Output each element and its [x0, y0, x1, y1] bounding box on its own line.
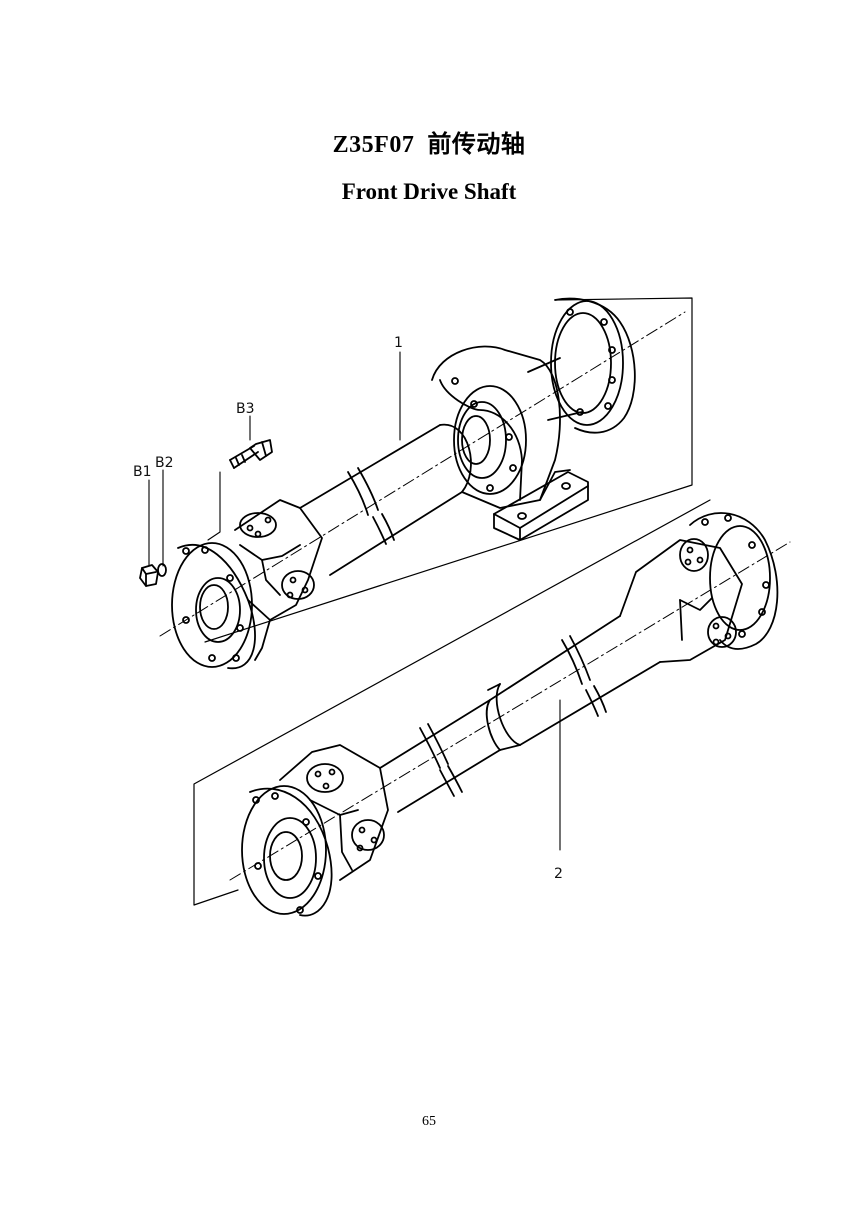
page-subtitle: Front Drive Shaft [341, 179, 517, 204]
lower-right-universal-joint [619, 538, 743, 663]
lower-right-flange [689, 512, 779, 650]
upper-universal-joint [234, 499, 323, 621]
page-title: Z35F07 前传动轴 [0, 124, 858, 159]
lower-left-universal-joint [279, 744, 389, 881]
assembly-2-axis [229, 541, 791, 881]
callout-label-2: 2 [554, 866, 563, 882]
assembly-2-panel [193, 499, 711, 906]
upper-right-flange [527, 297, 636, 434]
callout-leaders-1 [148, 351, 401, 567]
nut-b1 [139, 564, 159, 587]
callout-label-b2: B2 [155, 455, 174, 471]
center-bearing [431, 345, 589, 541]
upper-left-flange [171, 542, 271, 670]
lower-left-flange [241, 785, 333, 917]
lower-shaft-tube [379, 615, 661, 813]
callout-label-1: 1 [394, 335, 403, 351]
upper-shaft-tube [299, 424, 472, 576]
callout-label-b1: B1 [133, 464, 152, 480]
callout-label-b3: B3 [236, 401, 255, 417]
title-chinese: 前传动轴 [427, 132, 526, 158]
bolt-b3 [229, 439, 273, 469]
shaft-assembly-2 [193, 499, 791, 917]
assembly-1-axis [159, 311, 686, 637]
part-code: Z35F07 [332, 132, 415, 158]
shaft-assembly-1 [139, 297, 693, 670]
page-number: 65 [422, 1114, 436, 1129]
washer-b2 [157, 563, 167, 577]
assembly-1-panel [204, 297, 693, 643]
